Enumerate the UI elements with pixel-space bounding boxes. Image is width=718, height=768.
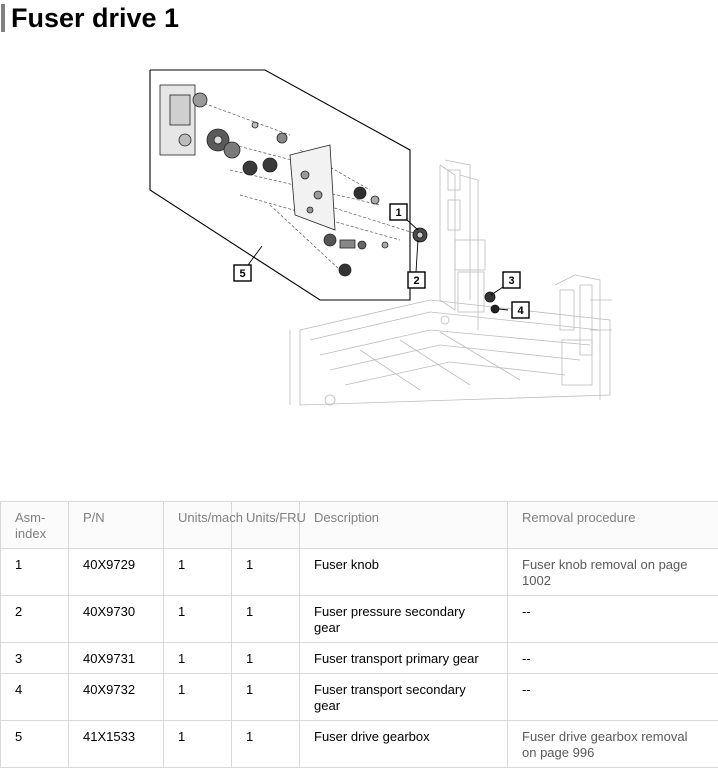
- cell-units-mach: 1: [164, 721, 232, 768]
- callout-3-label: 3: [508, 275, 514, 287]
- cell-units-fru: 1: [232, 549, 300, 596]
- header-part-number: P/N: [69, 502, 164, 549]
- header-asm-index: Asm-index: [1, 502, 69, 549]
- callout-4: 4: [512, 302, 529, 318]
- cell-description: Fuser drive gearbox: [300, 721, 508, 768]
- table-row: 2 40X9730 1 1 Fuser pressure secondary g…: [1, 596, 718, 643]
- cell-description: Fuser transport secondary gear: [300, 674, 508, 721]
- header-description: Description: [300, 502, 508, 549]
- cell-removal-procedure: --: [508, 596, 718, 643]
- cell-units-mach: 1: [164, 643, 232, 674]
- callout-5: 5: [234, 265, 251, 281]
- callout-1-label: 1: [395, 207, 401, 219]
- cell-units-fru: 1: [232, 721, 300, 768]
- header-removal-procedure: Removal procedure: [508, 502, 718, 549]
- callout-4-label: 4: [517, 305, 524, 317]
- cell-removal-procedure: --: [508, 643, 718, 674]
- header-units-mach: Units/mach: [164, 502, 232, 549]
- cell-description: Fuser pressure secondary gear: [300, 596, 508, 643]
- callout-2-label: 2: [413, 275, 419, 287]
- cell-asm-index: 2: [1, 596, 69, 643]
- title-accent-bar: [1, 4, 5, 32]
- cell-removal-procedure: --: [508, 674, 718, 721]
- page-title: Fuser drive 1: [11, 1, 179, 35]
- cell-units-mach: 1: [164, 674, 232, 721]
- callout-3: 3: [503, 272, 520, 288]
- cell-part-number: 40X9731: [69, 643, 164, 674]
- cell-asm-index: 5: [1, 721, 69, 768]
- cell-removal-link[interactable]: Fuser knob removal on page 1002: [508, 549, 718, 596]
- callout-1: 1: [390, 204, 407, 220]
- cell-asm-index: 4: [1, 674, 69, 721]
- cell-description: Fuser transport primary gear: [300, 643, 508, 674]
- table-row: 1 40X9729 1 1 Fuser knob Fuser knob remo…: [1, 549, 718, 596]
- cell-part-number: 40X9729: [69, 549, 164, 596]
- table-row: 4 40X9732 1 1 Fuser transport secondary …: [1, 674, 718, 721]
- parts-table: Asm-index P/N Units/mach Units/FRU Descr…: [0, 501, 718, 768]
- cell-units-fru: 1: [232, 643, 300, 674]
- table-row: 3 40X9731 1 1 Fuser transport primary ge…: [1, 643, 718, 674]
- printer-frame-drawing: [290, 160, 612, 405]
- table-row: 5 41X1533 1 1 Fuser drive gearbox Fuser …: [1, 721, 718, 768]
- cell-units-fru: 1: [232, 596, 300, 643]
- cell-part-number: 40X9730: [69, 596, 164, 643]
- callout-parts: [413, 228, 499, 313]
- cell-asm-index: 1: [1, 549, 69, 596]
- page-title-bar: Fuser drive 1: [0, 0, 718, 34]
- cell-removal-link[interactable]: Fuser drive gearbox removal on page 996: [508, 721, 718, 768]
- cell-part-number: 41X1533: [69, 721, 164, 768]
- table-header-row: Asm-index P/N Units/mach Units/FRU Descr…: [1, 502, 718, 549]
- exploded-parts-illustration: 1 2 3 4 5: [140, 60, 620, 410]
- callout-5-label: 5: [239, 268, 245, 280]
- cell-units-mach: 1: [164, 549, 232, 596]
- cell-part-number: 40X9732: [69, 674, 164, 721]
- callout-2: 2: [408, 272, 425, 288]
- cell-description: Fuser knob: [300, 549, 508, 596]
- leader-lines: [248, 220, 508, 310]
- cell-asm-index: 3: [1, 643, 69, 674]
- cell-units-mach: 1: [164, 596, 232, 643]
- cell-units-fru: 1: [232, 674, 300, 721]
